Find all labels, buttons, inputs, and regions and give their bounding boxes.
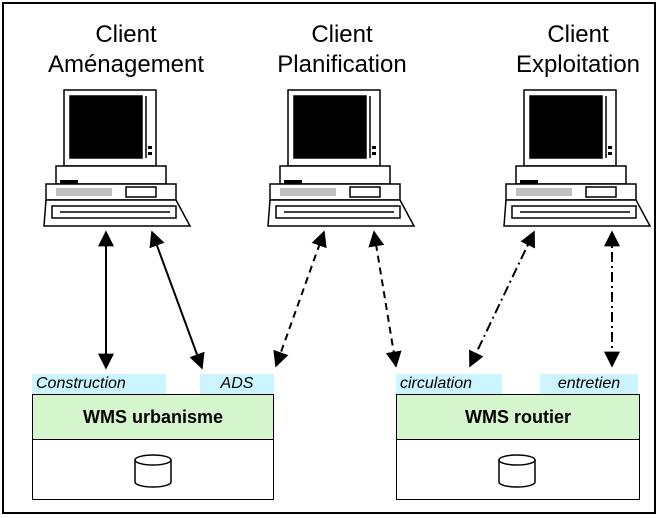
server-title: WMS urbanisme bbox=[32, 394, 274, 440]
computer-icon bbox=[503, 89, 652, 227]
client-label-line1: Client bbox=[95, 21, 157, 48]
client-label-planification: Client Planification bbox=[252, 20, 432, 80]
computer-icon bbox=[43, 89, 192, 227]
client-label-exploitation: Client Exploitation bbox=[488, 20, 660, 80]
client-label-line2: Exploitation bbox=[515, 51, 641, 78]
client-label-line1: Client bbox=[311, 21, 373, 48]
layer-tag-entretien: entretien bbox=[540, 374, 638, 394]
computer-icon bbox=[267, 89, 416, 227]
client-label-line2: Planification bbox=[277, 51, 407, 78]
server-title: WMS routier bbox=[396, 394, 640, 440]
layer-tag-ads: ADS bbox=[200, 374, 274, 394]
connection-arrow bbox=[149, 230, 205, 370]
layer-tag-circulation: circulation bbox=[396, 374, 502, 394]
connection-arrow bbox=[273, 230, 327, 368]
client-label-amenagement: Client Aménagement bbox=[36, 20, 216, 80]
database-icon bbox=[134, 454, 172, 488]
diagram-frame bbox=[2, 2, 656, 514]
client-label-line1: Client bbox=[547, 21, 609, 48]
connection-arrow bbox=[368, 230, 402, 368]
connection-arrow bbox=[468, 230, 536, 368]
database-icon bbox=[498, 454, 536, 488]
client-label-line2: Aménagement bbox=[47, 51, 205, 78]
layer-tag-construction: Construction bbox=[32, 374, 166, 394]
